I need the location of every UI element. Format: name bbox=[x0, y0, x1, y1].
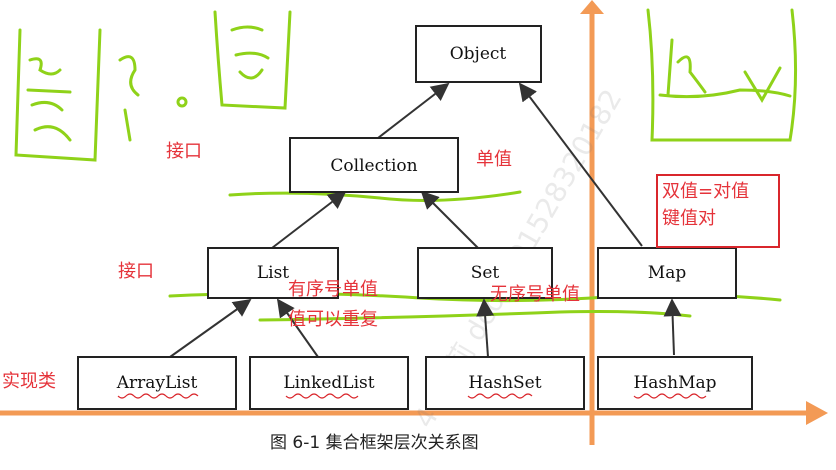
node-arraylist-label: ArrayList bbox=[116, 373, 198, 393]
node-linkedlist: LinkedList bbox=[249, 356, 409, 410]
annotation-interface-top: 接口 bbox=[166, 141, 202, 162]
node-list: List bbox=[207, 247, 339, 299]
annotation-list-desc-2: 值可以重复 bbox=[288, 309, 378, 330]
node-hashmap-label: HashMap bbox=[633, 373, 716, 393]
connectors bbox=[169, 82, 682, 358]
orange-axes bbox=[0, 0, 828, 445]
node-arraylist: ArrayList bbox=[77, 356, 237, 410]
annotation-set-desc: 无序号单值 bbox=[490, 284, 580, 305]
node-map: Map bbox=[597, 247, 737, 299]
annotation-interface-mid: 接口 bbox=[118, 261, 154, 282]
node-linkedlist-label: LinkedList bbox=[283, 373, 374, 393]
node-hashset-label: HashSet bbox=[468, 373, 541, 393]
figure-caption: 图 6-1 集合框架层次关系图 bbox=[270, 433, 479, 453]
node-hashset: HashSet bbox=[425, 356, 585, 410]
node-collection-label: Collection bbox=[330, 156, 417, 176]
map-note-box: 双值=对值 键值对 bbox=[656, 174, 780, 248]
annotation-map-desc-1: 双值=对值 bbox=[662, 181, 750, 202]
annotation-list-desc-1: 有序号单值 bbox=[288, 279, 378, 300]
node-list-label: List bbox=[257, 263, 289, 283]
node-hashmap: HashMap bbox=[597, 356, 753, 410]
node-object: Object bbox=[415, 25, 542, 83]
annotation-single-value: 单值 bbox=[476, 149, 512, 170]
annotation-map-desc-2: 键值对 bbox=[662, 207, 716, 229]
node-set: Set bbox=[417, 247, 553, 299]
node-set-label: Set bbox=[471, 263, 500, 283]
node-collection: Collection bbox=[289, 137, 459, 193]
node-map-label: Map bbox=[648, 263, 687, 283]
node-object-label: Object bbox=[450, 44, 507, 64]
annotation-impl-class: 实现类 bbox=[2, 371, 56, 392]
